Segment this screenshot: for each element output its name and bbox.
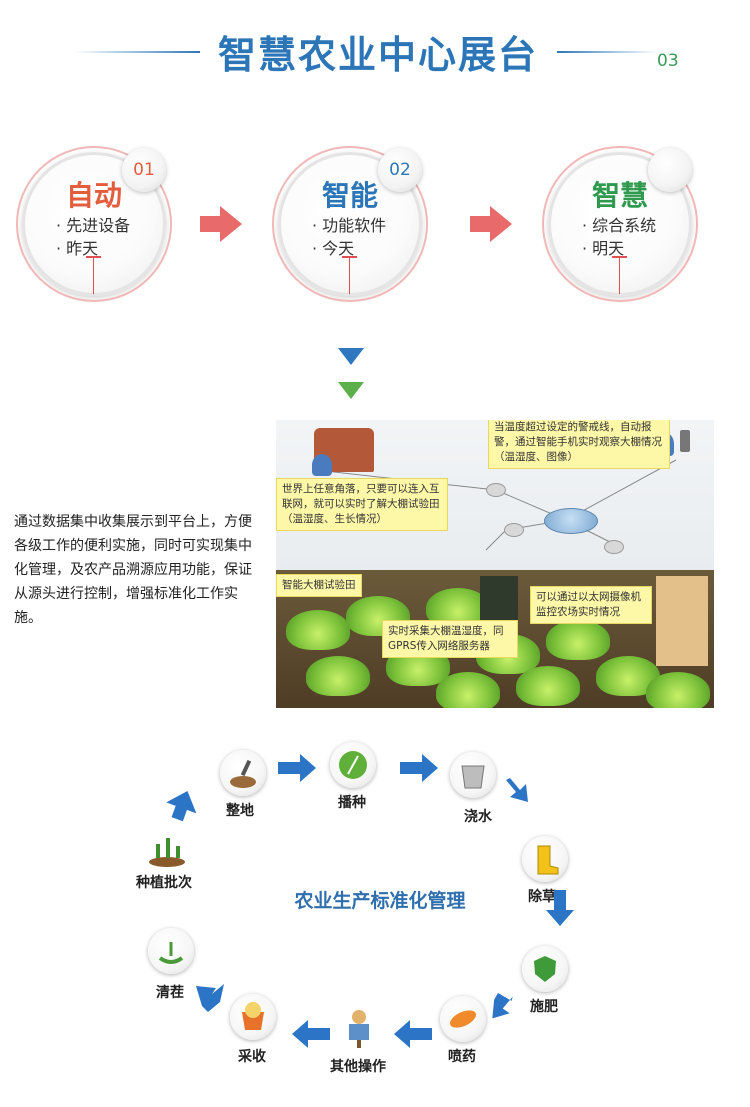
node-fertilizing [522, 946, 568, 992]
pill-icon [449, 1010, 477, 1028]
note-field: 智能大棚试验田 [276, 574, 362, 597]
stage-item: · 明天 [582, 239, 625, 258]
arrow-icon [400, 754, 438, 782]
stage-stem [93, 256, 94, 294]
seedling-icon [149, 838, 185, 867]
plant [436, 672, 500, 708]
stage-circle-wisdom: 智慧 · 综合系统 · 明天 [542, 146, 698, 302]
node-label: 其他操作 [330, 1059, 386, 1075]
wheat-icon [339, 751, 367, 779]
arrow-icon [546, 890, 574, 926]
node-label: 采收 [238, 1049, 266, 1065]
router-icon [504, 523, 524, 537]
stage-stem [349, 256, 350, 294]
stage-circle-auto: 01 自动 · 先进设备 · 昨天 [16, 146, 172, 302]
stage-circle-smart: 02 智能 · 功能软件 · 今天 [272, 146, 428, 302]
stage-number: 02 [389, 160, 411, 180]
plant [546, 620, 610, 660]
arrow-icon [292, 1020, 330, 1048]
node-label: 清茬 [156, 985, 184, 1001]
stage-item: · 综合系统 [582, 216, 657, 235]
description-text: 通过数据集中收集展示到平台上，方便各级工作的便利实施，同时可实现集中化管理，及农… [14, 514, 252, 626]
arrow-icon [506, 778, 528, 802]
stage-title: 智慧 [591, 179, 648, 212]
node-planting-batch [144, 824, 190, 870]
stage-number-badge [648, 148, 692, 192]
plant [516, 666, 580, 706]
down-arrow-green-icon [338, 382, 364, 399]
stage-item: · 今天 [312, 239, 355, 258]
node-watering [450, 752, 496, 798]
bucket-icon [461, 765, 485, 789]
node-stubble-clear [148, 928, 194, 974]
node-other-operations [336, 1004, 382, 1050]
stage-stem [619, 256, 620, 294]
right-arrow-icon [200, 206, 242, 242]
node-land-prep [220, 750, 266, 796]
stage-item: · 先进设备 [56, 216, 131, 235]
node-harvest [230, 994, 276, 1040]
right-arrow-icon [470, 206, 512, 242]
shovel-icon [230, 759, 256, 788]
router-icon [486, 483, 506, 497]
note-sensor: 实时采集大棚温湿度，同GPRS传入网络服务器 [382, 620, 518, 658]
node-sowing [330, 742, 376, 788]
node-label: 喷药 [448, 1049, 476, 1065]
smart-farm-diagram: 当温度超过设定的警戒线，自动报警，通过智能手机实时观察大棚情况（温湿度、图像） … [276, 420, 714, 708]
router-icon [604, 540, 624, 554]
node-label: 整地 [226, 803, 254, 819]
stage-number-badge: 02 [378, 148, 422, 192]
shield-leaf-icon [534, 956, 556, 982]
arrow-icon [492, 993, 513, 1019]
user-icon [312, 454, 332, 476]
stage-item: · 功能软件 [312, 216, 387, 235]
stage-number: 01 [133, 160, 155, 180]
stage-number-badge: 01 [122, 148, 166, 192]
server-hub-icon [544, 508, 598, 534]
basket-icon [242, 1002, 264, 1030]
sprout-hand-icon [158, 942, 184, 964]
down-arrow-blue-icon [338, 348, 364, 365]
stage-item: · 昨天 [56, 239, 99, 258]
node-label: 播种 [338, 795, 366, 811]
node-spraying [440, 996, 486, 1042]
stage-title: 智能 [321, 179, 378, 212]
farmer-icon [656, 576, 708, 666]
stage-ring [272, 146, 428, 302]
note-alarm: 当温度超过设定的警戒线，自动报警，通过智能手机实时观察大棚情况（温湿度、图像） [488, 420, 670, 469]
boot-icon [537, 845, 559, 875]
node-label: 种植批次 [136, 875, 192, 891]
arrow-icon [166, 790, 197, 822]
arrow-icon [196, 984, 224, 1012]
cycle-title: 农业生产标准化管理 [294, 890, 466, 912]
page-title: 智慧农业中心展台 [217, 33, 538, 77]
arrow-icon [278, 754, 316, 782]
title-decor-right [557, 51, 657, 53]
plant [306, 656, 370, 696]
stage-title: 自动 [65, 179, 122, 212]
arrow-icon [394, 1020, 432, 1048]
note-camera: 可以通过以太网摄像机监控农场实时情况 [530, 586, 652, 624]
plant [286, 610, 350, 650]
plant [646, 672, 710, 708]
stage-ring [542, 146, 698, 302]
node-weeding [522, 836, 568, 882]
title-decor-left [75, 51, 200, 53]
node-label: 施肥 [530, 999, 558, 1015]
node-label: 浇水 [464, 809, 492, 825]
cycle-arrows [166, 754, 574, 1048]
stage-ring [16, 146, 172, 302]
note-remote: 世界上任意角落，只要可以连入互联网，就可以实时了解大棚试验田（温湿度、生长情况） [276, 478, 448, 531]
scarecrow-icon [349, 1010, 369, 1048]
phone-icon [680, 430, 690, 452]
page-number: 03 [657, 51, 679, 71]
node-label: 除草 [528, 889, 556, 905]
